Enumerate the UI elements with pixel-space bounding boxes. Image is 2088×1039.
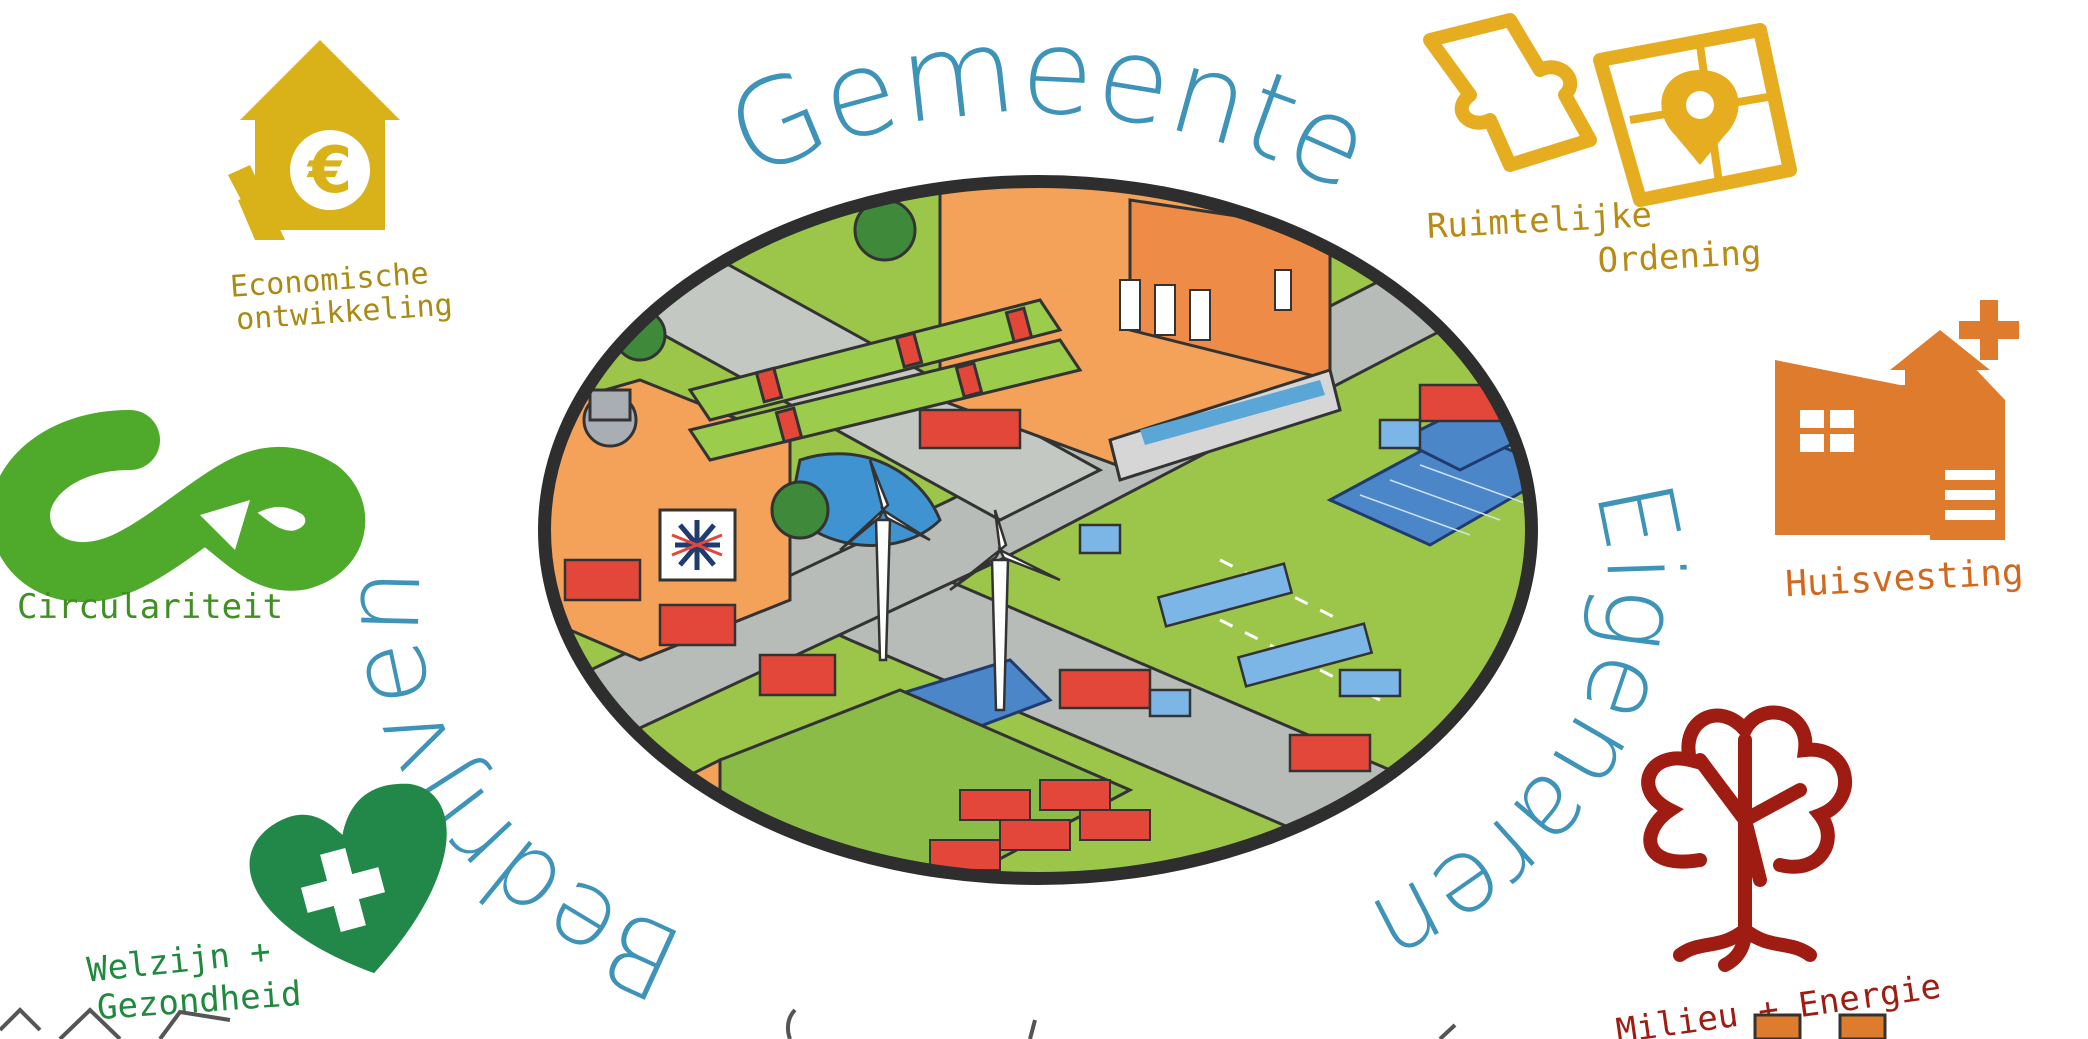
label-circular: Circulariteit: [17, 587, 283, 627]
theme-environment: Milieu + Energie: [1614, 705, 1943, 1039]
house-euro-icon: €: [228, 40, 400, 240]
theme-welfare: Welzijn + Gezondheid: [85, 784, 447, 1028]
theme-economic: € Economische ontwikkeling: [228, 40, 454, 338]
theme-spatial: Ruimtelijke Ordening: [1423, 13, 1797, 282]
industrial-area-illustration: [538, 175, 1538, 885]
building-plus-icon: [1775, 300, 2019, 540]
theme-circular: Circulariteit: [0, 410, 366, 627]
circular-loop-icon: [0, 410, 366, 603]
label-housing: Huisvesting: [1784, 552, 2024, 605]
label-spatial-2: Ordening: [1597, 233, 1763, 282]
theme-housing: Huisvesting: [1775, 300, 2025, 605]
turbine-tree-icon: [1641, 705, 1853, 972]
svg-text:€: €: [306, 134, 353, 208]
puzzle-map-icon: [1423, 13, 1797, 207]
label-spatial-1: Ruimtelijke: [1426, 195, 1653, 247]
bottom-edge-doodles: [0, 1007, 1887, 1039]
